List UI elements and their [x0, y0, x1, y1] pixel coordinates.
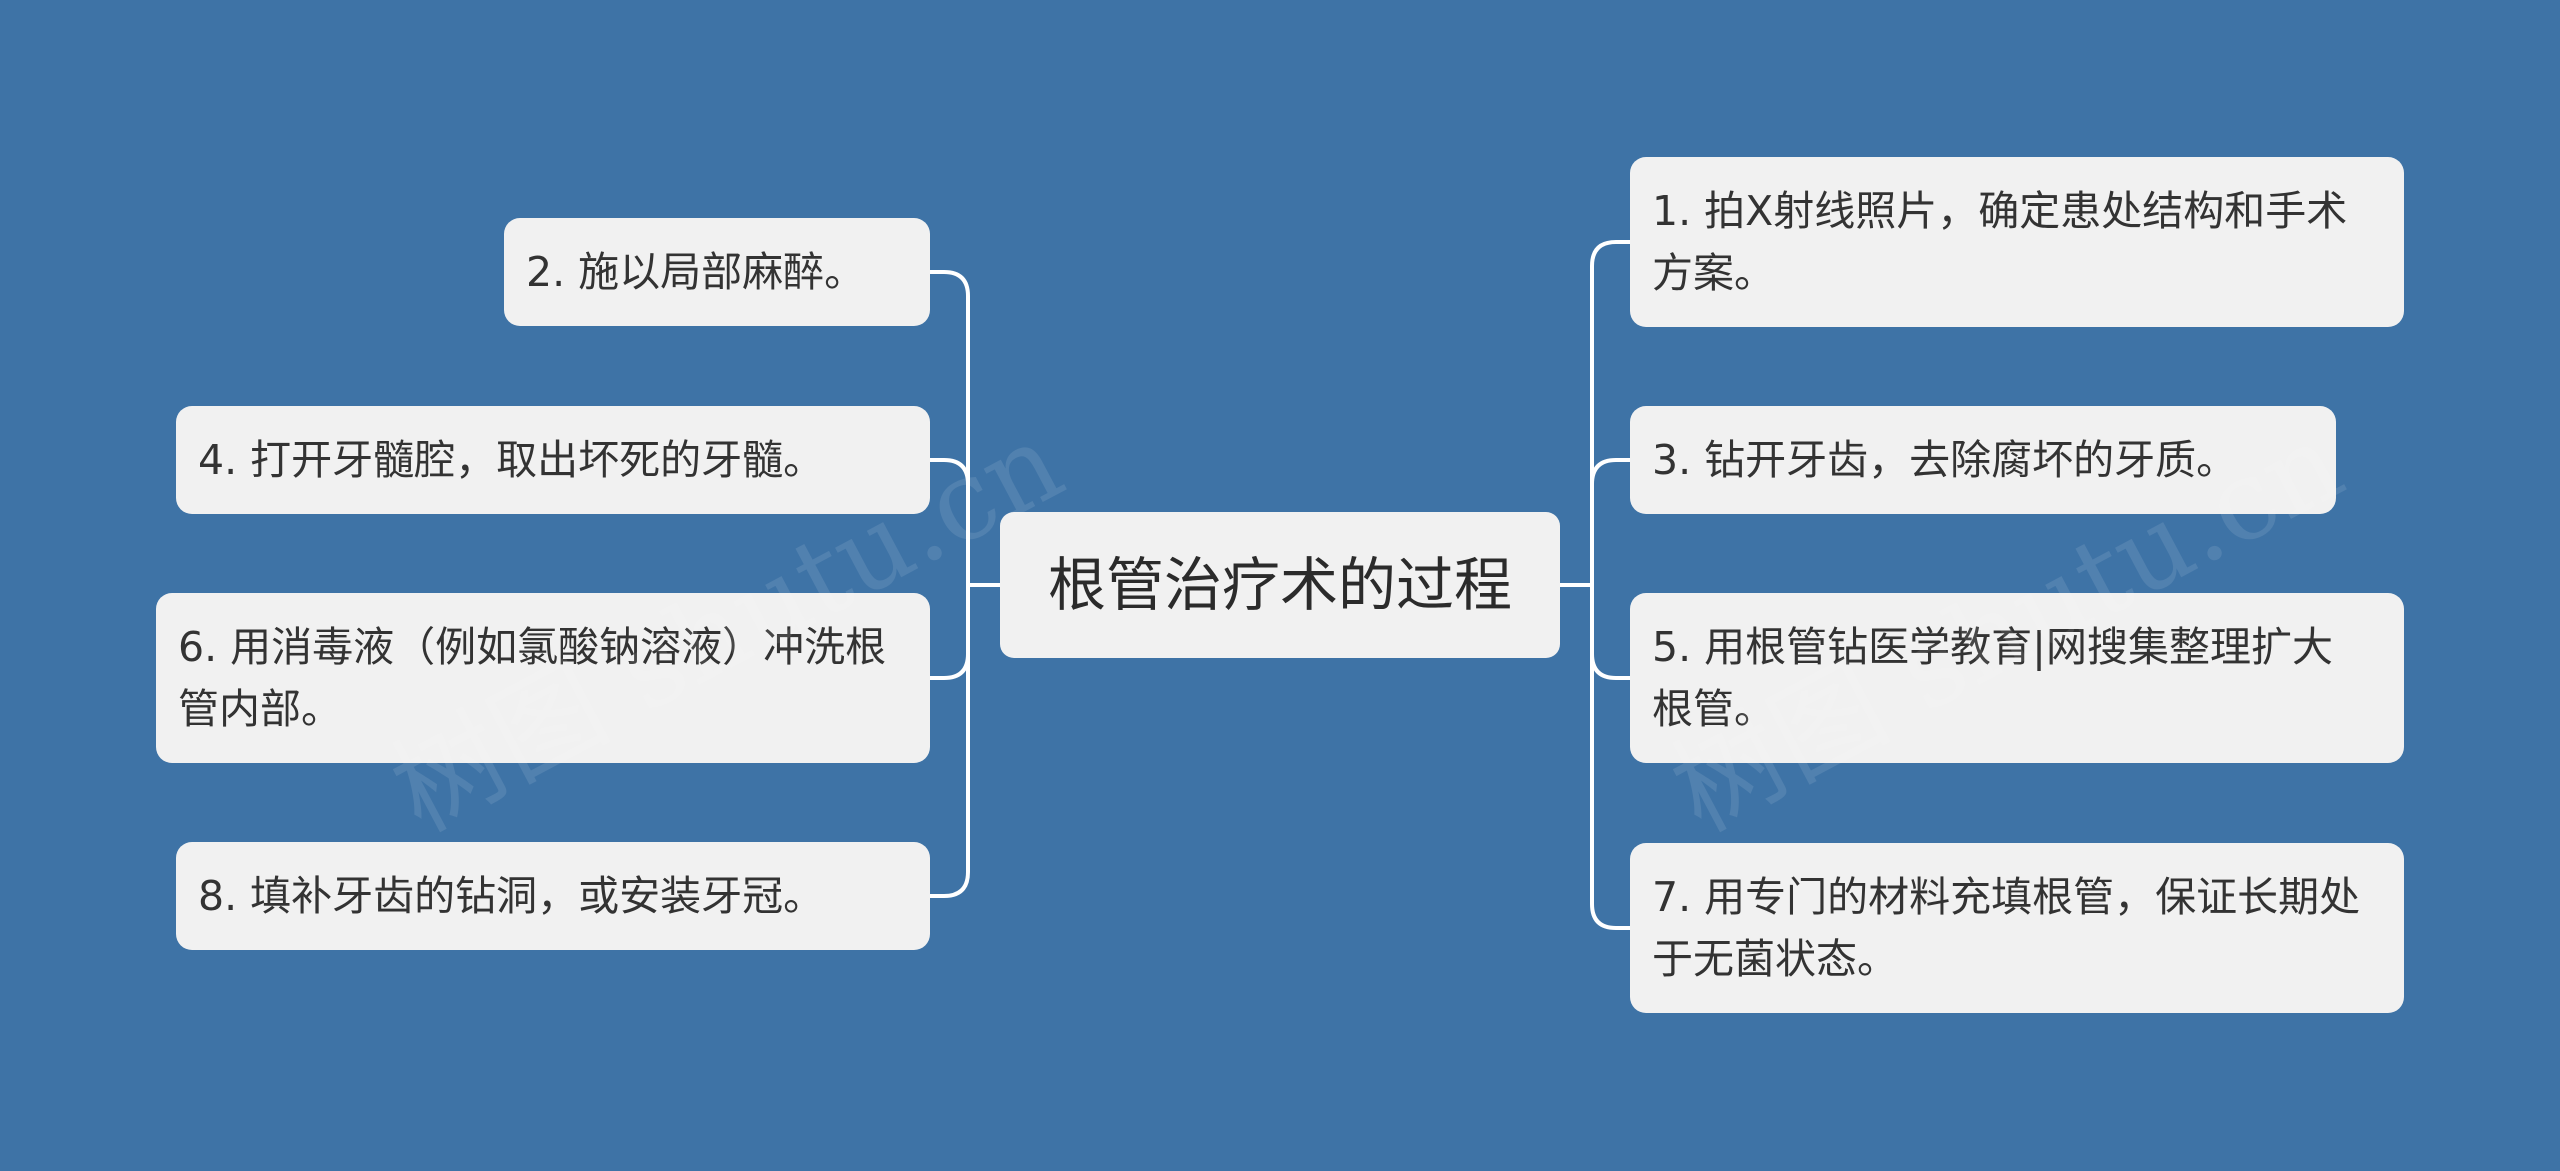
- branch-left-2[interactable]: 4. 打开牙髓腔，取出坏死的牙髓。: [176, 406, 930, 514]
- root-topic-label: 根管治疗术的过程: [1047, 551, 1512, 619]
- branch-right-4[interactable]: 7. 用专门的材料充填根管，保证长期处于无菌状态。: [1630, 843, 2404, 1013]
- branch-label: 1. 拍X射线照片，确定患处结构和手术方案。: [1652, 187, 2348, 297]
- connector-right-3: [1590, 585, 1630, 680]
- connector-right-2: [1590, 458, 1630, 585]
- branch-label: 8. 填补牙齿的钻洞，或安装牙冠。: [198, 872, 825, 920]
- branch-label: 5. 用根管钻医学教育|网搜集整理扩大根管。: [1652, 623, 2333, 733]
- connector-right-4: [1590, 585, 1630, 930]
- branch-right-1[interactable]: 1. 拍X射线照片，确定患处结构和手术方案。: [1630, 157, 2404, 327]
- branch-left-3[interactable]: 6. 用消毒液（例如氯酸钠溶液）冲洗根管内部。: [156, 593, 930, 763]
- root-topic[interactable]: 根管治疗术的过程: [1000, 512, 1560, 658]
- branch-label: 6. 用消毒液（例如氯酸钠溶液）冲洗根管内部。: [178, 623, 887, 733]
- connector-left-1: [930, 270, 970, 585]
- branch-right-2[interactable]: 3. 钻开牙齿，去除腐坏的牙质。: [1630, 406, 2336, 514]
- connector-left-2: [930, 458, 970, 585]
- branch-label: 2. 施以局部麻醉。: [526, 248, 866, 296]
- branch-label: 7. 用专门的材料充填根管，保证长期处于无菌状态。: [1652, 873, 2361, 983]
- branch-label: 3. 钻开牙齿，去除腐坏的牙质。: [1652, 436, 2238, 484]
- connector-right-1: [1590, 240, 1630, 585]
- branch-label: 4. 打开牙髓腔，取出坏死的牙髓。: [198, 436, 825, 484]
- branch-left-4[interactable]: 8. 填补牙齿的钻洞，或安装牙冠。: [176, 842, 930, 950]
- connector-left-3: [930, 585, 970, 680]
- branch-right-3[interactable]: 5. 用根管钻医学教育|网搜集整理扩大根管。: [1630, 593, 2404, 763]
- connector-left-4: [930, 585, 970, 898]
- branch-left-1[interactable]: 2. 施以局部麻醉。: [504, 218, 930, 326]
